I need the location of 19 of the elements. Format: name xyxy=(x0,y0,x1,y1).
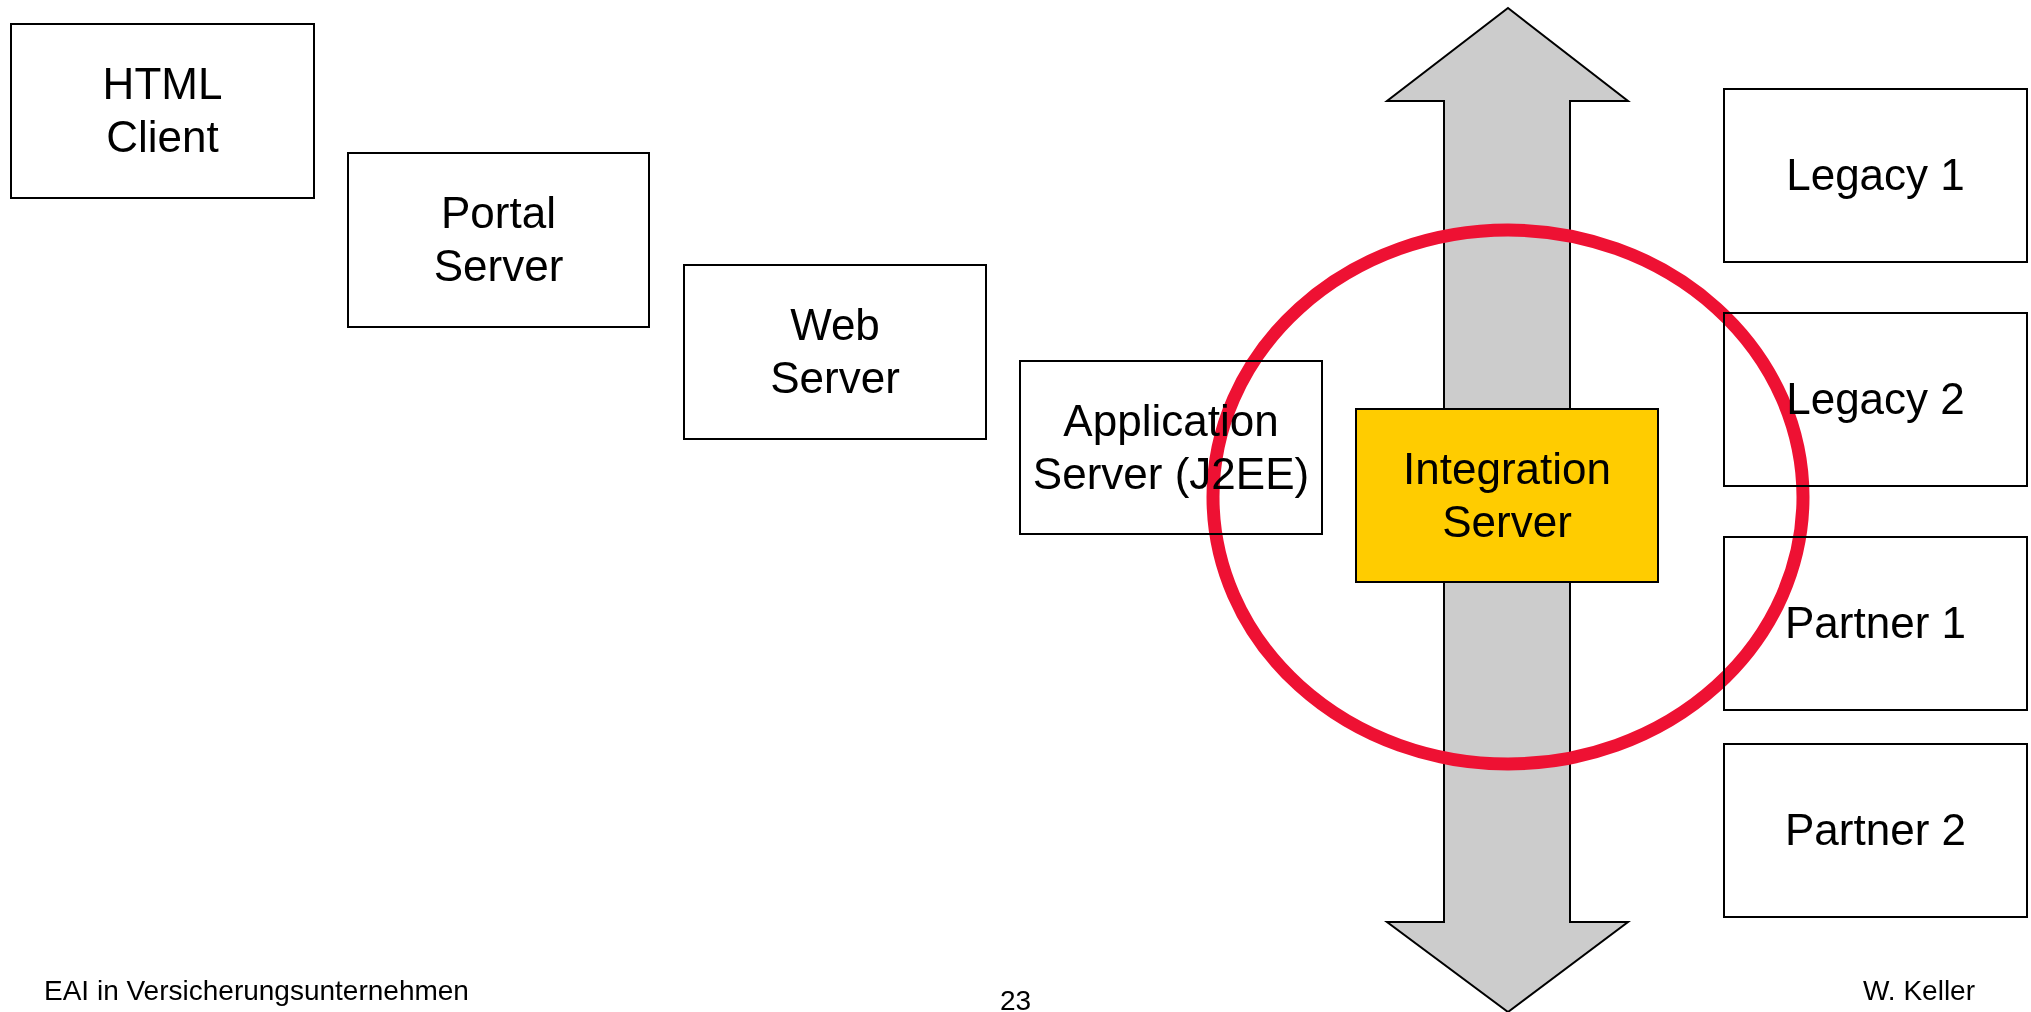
integration-server-box xyxy=(1355,408,1659,583)
node-label: Partner 1 xyxy=(1785,597,1966,650)
node-label: Legacy 2 xyxy=(1786,373,1965,426)
server-box xyxy=(10,23,315,199)
node-label: Integration Server xyxy=(1402,442,1612,548)
server-box xyxy=(683,264,987,440)
node-label: Partner 2 xyxy=(1785,804,1966,857)
server-box xyxy=(1723,88,2028,263)
node-label: Legacy 1 xyxy=(1786,149,1965,202)
node-label: Portal Server xyxy=(432,187,565,292)
server-box xyxy=(1723,312,2028,487)
node-label: Web Server xyxy=(769,299,901,404)
server-box xyxy=(1723,536,2028,711)
server-box xyxy=(1723,743,2028,918)
author-name: W. Keller xyxy=(1862,975,1975,1007)
node-label: HTML Client xyxy=(101,58,224,163)
page-number: 23 xyxy=(1000,985,1032,1012)
footer-title: EAI in Versicherungsunternehmen xyxy=(44,975,469,1007)
server-box xyxy=(347,152,650,328)
